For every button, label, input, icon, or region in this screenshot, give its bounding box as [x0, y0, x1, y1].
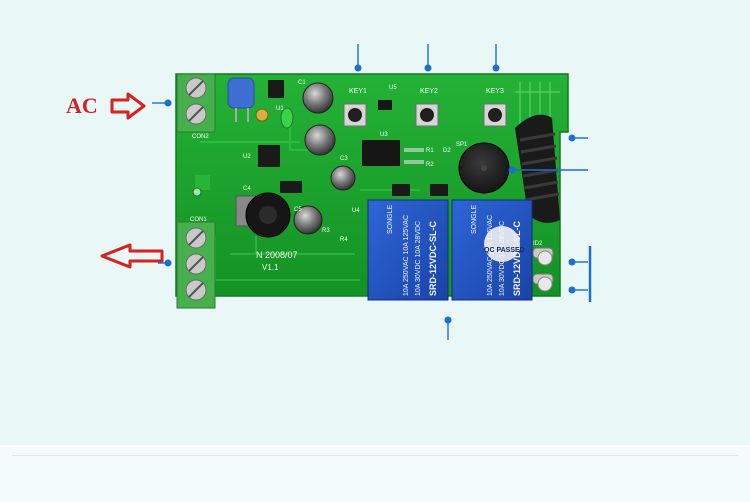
- relay-board-illustration: KEY1 KEY2 KEY3 U5 C1 CON2 U2 C4 C5 C3 U1…: [66, 44, 592, 340]
- qc-badge: QC PASSED: [484, 247, 525, 254]
- svg-text:10A 250VAC 10A 125VAC: 10A 250VAC 10A 125VAC: [487, 215, 494, 296]
- product-image: KEY1 KEY2 KEY3 U5 C1 CON2 U2 C4 C5 C3 U1…: [66, 44, 592, 340]
- key3-label: KEY3: [486, 88, 504, 95]
- capacitor-2: [304, 124, 336, 156]
- capacitor-c3: [330, 165, 356, 191]
- smd-u1: [280, 181, 302, 193]
- svg-text:C1: C1: [298, 80, 306, 86]
- relay-2: [451, 199, 533, 301]
- svg-text:R4: R4: [340, 237, 348, 243]
- svg-text:10A 30VDC 10A 28VDC: 10A 30VDC 10A 28VDC: [499, 221, 506, 296]
- key2-label: KEY2: [420, 88, 438, 95]
- buzzer: [458, 142, 510, 194]
- svg-text:10A 250VAC 10A 125VAC: 10A 250VAC 10A 125VAC: [403, 215, 410, 296]
- ic-u2: [258, 145, 280, 167]
- varistor: [255, 108, 269, 122]
- led-2: [532, 273, 554, 292]
- key1-label: KEY1: [349, 88, 367, 95]
- pcb-version: V1.1: [262, 263, 279, 272]
- smd-q2: [430, 184, 448, 196]
- terminal-block-ac: [176, 73, 216, 133]
- diode: [280, 107, 294, 129]
- svg-text:C5: C5: [294, 207, 302, 213]
- pointer-lines: [152, 44, 592, 340]
- capacitor-1: [302, 82, 334, 114]
- key3-button[interactable]: [483, 103, 507, 127]
- bottom-panel: [0, 445, 750, 502]
- smd-r2: [404, 160, 424, 164]
- svg-text:C4: C4: [243, 186, 251, 192]
- smd-r1: [404, 148, 424, 152]
- x-capacitor: [227, 77, 255, 122]
- terminal-block-output: [176, 221, 216, 309]
- svg-text:D2: D2: [443, 148, 451, 154]
- pcb-marking: N 2008/07: [256, 250, 298, 260]
- svg-text:U1: U1: [276, 106, 284, 112]
- svg-text:U2: U2: [243, 154, 251, 160]
- smd-q1: [392, 184, 410, 196]
- svg-text:R3: R3: [322, 228, 330, 234]
- svg-text:U5: U5: [389, 85, 397, 91]
- silkscreen-labels: KEY1 KEY2 KEY3 U5 C1 CON2 U2 C4 C5 C3 U1…: [190, 80, 543, 272]
- svg-text:ID2: ID2: [533, 241, 543, 247]
- bottom-divider: [12, 455, 738, 496]
- output-arrow: [100, 243, 164, 269]
- svg-text:R1: R1: [426, 148, 434, 154]
- relay-2-text: SONGLE 10A 250VAC 10A 125VAC 10A 30VDC 1…: [471, 204, 522, 296]
- svg-text:U3: U3: [380, 132, 388, 138]
- ic-u3: [362, 140, 400, 166]
- svg-text:C3: C3: [340, 156, 348, 162]
- svg-text:R2: R2: [426, 162, 434, 168]
- ic-u5: [378, 100, 392, 110]
- svg-text:SP1: SP1: [456, 142, 468, 148]
- inductor: [235, 192, 291, 238]
- key1-button[interactable]: [343, 103, 367, 127]
- capacitor-c5: [293, 205, 323, 235]
- svg-text:U4: U4: [352, 208, 360, 214]
- ac-label: AC: [66, 93, 98, 118]
- relay-1: [367, 199, 449, 301]
- svg-text:CON1: CON1: [190, 217, 207, 223]
- svg-text:CON2: CON2: [192, 134, 209, 140]
- svg-text:SRD-12VDC-SL-C: SRD-12VDC-SL-C: [428, 220, 438, 296]
- led-1: [532, 247, 554, 266]
- ac-input-arrow: [110, 92, 146, 120]
- relay-1-text: SONGLE 10A 250VAC 10A 125VAC 10A 30VDC 1…: [387, 204, 438, 296]
- ic-c1: [268, 80, 284, 98]
- svg-text:10A 30VDC 10A 28VDC: 10A 30VDC 10A 28VDC: [415, 221, 422, 296]
- svg-text:SONGLE: SONGLE: [387, 204, 394, 234]
- svg-text:SONGLE: SONGLE: [471, 204, 478, 234]
- antenna-coil: [515, 114, 560, 223]
- key2-button[interactable]: [415, 103, 439, 127]
- svg-text:SRD-12VDC-SL-C: SRD-12VDC-SL-C: [512, 220, 522, 296]
